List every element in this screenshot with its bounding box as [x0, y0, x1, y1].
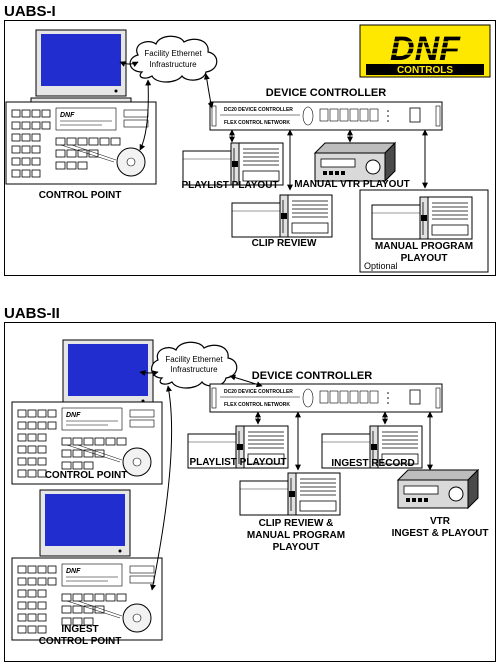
vtr-icon — [314, 142, 396, 182]
ingest-control-point-label-line1: INGEST — [61, 624, 98, 635]
control-point-label: CONTROL POINT — [39, 190, 122, 201]
facility-ethernet-cloud-icon — [129, 35, 218, 83]
vtr-icon — [397, 469, 479, 509]
dnf-controls-logo: DNF CONTROLS — [359, 24, 491, 78]
clip-review-server-icon — [231, 194, 333, 238]
section-1-title: UABS-I — [4, 3, 56, 20]
dc-bottom-text: FLEX CONTROL NETWORK — [224, 120, 290, 126]
playlist-playout-label: PLAYLIST PLAYOUT — [181, 180, 278, 191]
clip-review-label-line3: PLAYOUT — [273, 542, 320, 553]
monitor-icon — [30, 29, 132, 107]
device-controller-title: DEVICE CONTROLLER — [266, 87, 386, 99]
ingest-record-label: INGEST RECORD — [331, 458, 414, 469]
monitor-icon — [34, 489, 136, 567]
vtr-label-line2: INGEST & PLAYOUT — [392, 528, 489, 539]
clip-review-label: CLIP REVIEW — [252, 238, 317, 249]
control-point-label: CONTROL POINT — [45, 470, 128, 481]
manual-program-label-line1: MANUAL PROGRAM — [375, 241, 473, 252]
cloud-text-line2: Infrastructure — [170, 365, 218, 374]
manual-vtr-playout-label: MANUAL VTR PLAYOUT — [294, 179, 410, 190]
optional-label: Optional — [364, 261, 398, 271]
section-2-title: UABS-II — [4, 305, 60, 322]
vtr-label-line1: VTR — [430, 516, 451, 527]
facility-ethernet-cloud-icon — [151, 341, 238, 389]
dc-top-text: DC20 DEVICE CONTROLLER — [224, 389, 293, 395]
clip-review-label-line1: CLIP REVIEW & — [259, 518, 334, 529]
dc-top-text: DC20 DEVICE CONTROLLER — [224, 107, 293, 113]
ingest-control-point-label-line2: CONTROL POINT — [39, 636, 122, 647]
playlist-server-icon — [182, 142, 284, 186]
dc-bottom-text: FLEX CONTROL NETWORK — [224, 402, 290, 408]
clip-review-server-icon — [239, 472, 341, 516]
manual-program-label-line2: PLAYOUT — [401, 253, 448, 264]
cloud-text-line1: Facility Ethernet — [165, 355, 223, 364]
cloud-text-line1: Facility Ethernet — [144, 49, 202, 58]
device-controller-title: DEVICE CONTROLLER — [252, 370, 372, 382]
cloud-text-line2: Infrastructure — [149, 60, 197, 69]
keypad-control-panel-icon — [5, 101, 157, 185]
logo-sub-text: CONTROLS — [397, 65, 453, 76]
clip-review-label-line2: MANUAL PROGRAM — [247, 530, 345, 541]
playlist-playout-label: PLAYLIST PLAYOUT — [189, 457, 286, 468]
